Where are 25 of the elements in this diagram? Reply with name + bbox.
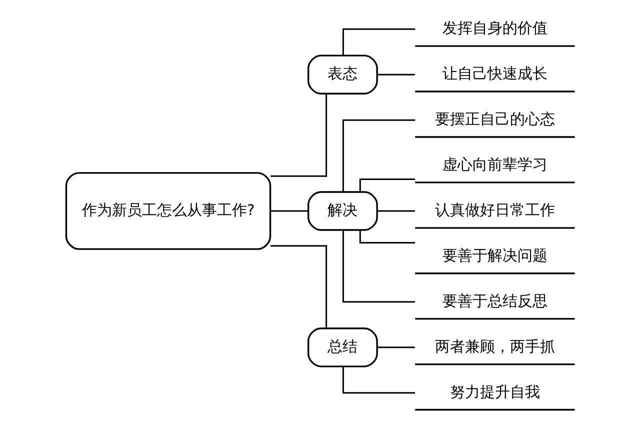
node-text: 努力提升自我 [449, 384, 540, 401]
connector [270, 210, 308, 212]
node-text: 发挥自身的价值 [442, 20, 547, 38]
node-text: 虚心向前辈学习 [442, 156, 547, 174]
connector [358, 230, 414, 244]
connector [342, 366, 415, 394]
node-text: 认真做好日常工作 [434, 202, 554, 219]
connector [342, 230, 415, 303]
node-box: 表态 [307, 54, 378, 94]
connector [376, 346, 414, 348]
node-box: 解决 [307, 191, 378, 231]
node-text: 让自己快速成长 [442, 66, 547, 83]
connector [342, 28, 415, 56]
connector [376, 74, 414, 76]
connector [270, 245, 327, 328]
node-text: 要善于总结反思 [442, 292, 547, 310]
connector [342, 119, 415, 192]
node-box: 总结 [307, 328, 378, 368]
connector [358, 178, 414, 192]
node-text: 要摆正自己的心态 [434, 110, 554, 128]
connector [270, 94, 327, 177]
node-box: 作为新员工怎么从事工作? [64, 172, 271, 250]
node-text: 两者兼顾，两手抓 [434, 338, 554, 356]
connector [376, 210, 414, 212]
node-text: 要善于解决问题 [442, 247, 547, 264]
